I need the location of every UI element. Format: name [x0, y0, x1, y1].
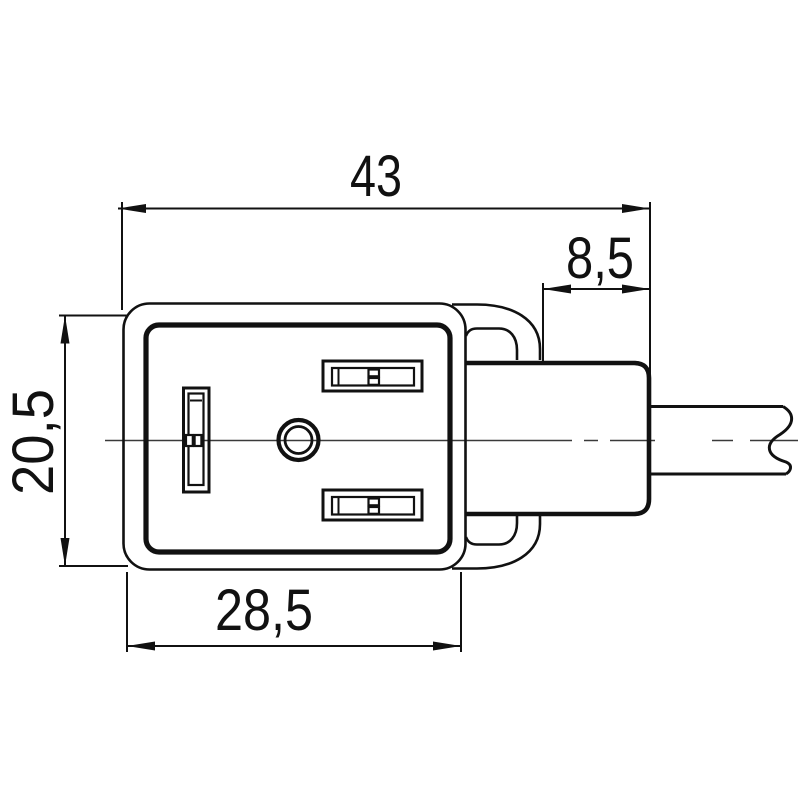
rear-step-bottom-edge — [464, 513, 519, 546]
cable-gland-outline — [466, 360, 652, 517]
center-screw-hole — [276, 417, 321, 463]
arrowhead-left — [118, 204, 146, 213]
connector-face-outline — [143, 322, 453, 555]
dimension-body-height: 20,5 — [1, 314, 128, 567]
contact-slot-bottom-latch — [367, 497, 381, 507]
contact-slot-left-latch — [184, 433, 194, 448]
arrowhead-right — [622, 284, 650, 294]
contact-slot-top-outer — [321, 359, 424, 393]
dimension-label-body-height: 20,5 — [1, 389, 66, 495]
contact-slot-top — [321, 359, 424, 393]
contact-slot-left — [182, 386, 211, 494]
rear-step-top-edge — [464, 327, 519, 360]
arrowhead-right — [622, 204, 650, 213]
arrowhead-up — [60, 315, 70, 344]
rear-housing-bottom-edge — [452, 513, 542, 570]
arrowhead-right — [433, 641, 461, 651]
contact-slot-left-latch — [193, 433, 203, 448]
arrowhead-left — [543, 284, 571, 294]
rear-housing-outline — [452, 303, 542, 570]
dimension-label-body-width: 28,5 — [215, 578, 313, 643]
connector-body-outline — [122, 302, 467, 571]
screw-hole-inner-ring — [283, 425, 314, 455]
contact-slot-bottom-outer — [321, 488, 424, 522]
contact-slot-bottom-latch — [367, 505, 381, 515]
cable-break-symbol — [768, 405, 794, 476]
arrowhead-down — [60, 538, 70, 566]
contact-slot-left-outer — [182, 386, 211, 494]
dimension-label-gland-length: 8,5 — [566, 226, 634, 291]
rear-housing-top-edge — [452, 303, 542, 360]
contact-slot-bottom — [321, 488, 424, 522]
arrowhead-left — [127, 641, 155, 651]
contact-slot-top-latch — [367, 376, 381, 386]
cable — [651, 405, 794, 476]
contact-slot-top-latch — [367, 368, 381, 378]
dimension-gland-length: 8,5 — [542, 226, 650, 361]
dimension-overall-length: 43 — [118, 144, 651, 375]
dimension-body-width: 28,5 — [126, 572, 462, 652]
dimension-label-overall-length: 43 — [350, 144, 402, 209]
screw-hole-outer-ring — [276, 417, 321, 463]
